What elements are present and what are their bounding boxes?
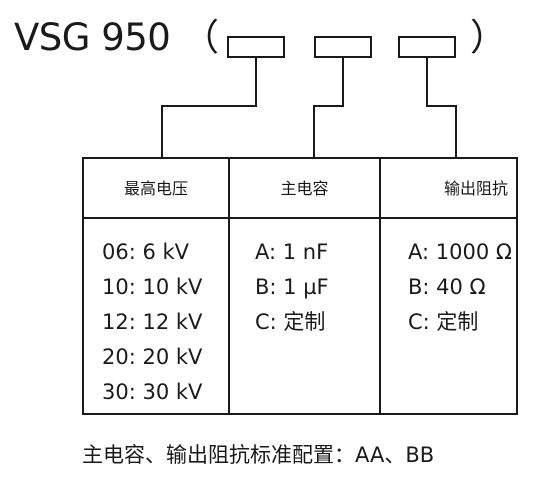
code-slot-impedance xyxy=(398,36,456,58)
option-item: 10: 10 kV xyxy=(102,275,203,299)
option-list: 06: 6 kV 10: 10 kV 12: 12 kV 20: 20 kV 3… xyxy=(102,235,228,410)
code-slot-capacitance xyxy=(314,36,372,58)
standard-config-note: 主电容、输出阻抗标准配置：AA、BB xyxy=(82,443,435,467)
model-number: VSG 950 xyxy=(14,16,171,59)
option-item: B: 1 µF xyxy=(255,275,329,299)
option-item: 12: 12 kV xyxy=(102,310,203,334)
option-item: 30: 30 kV xyxy=(102,380,203,404)
option-item: 20: 20 kV xyxy=(102,345,203,369)
option-item: C: 定制 xyxy=(408,310,479,334)
option-item: A: 1 nF xyxy=(255,240,329,264)
column-output-impedance: 输出阻抗 A: 1000 Ω B: 40 Ω C: 定制 xyxy=(381,159,516,413)
option-item: B: 40 Ω xyxy=(408,275,486,299)
column-header: 主电容 xyxy=(230,159,379,219)
column-header: 最高电压 xyxy=(84,159,228,219)
column-header: 输出阻抗 xyxy=(381,159,516,219)
option-item: A: 1000 Ω xyxy=(408,240,512,264)
option-list: A: 1000 Ω B: 40 Ω C: 定制 xyxy=(408,235,516,340)
code-slot-voltage xyxy=(227,36,285,58)
option-table: 最高电压 06: 6 kV 10: 10 kV 12: 12 kV 20: 20… xyxy=(82,157,518,415)
open-parenthesis: （ xyxy=(182,16,219,59)
option-item: C: 定制 xyxy=(255,310,326,334)
option-item: 06: 6 kV xyxy=(102,240,190,264)
option-list: A: 1 nF B: 1 µF C: 定制 xyxy=(255,235,379,340)
column-main-capacitance: 主电容 A: 1 nF B: 1 µF C: 定制 xyxy=(230,159,381,413)
column-max-voltage: 最高电压 06: 6 kV 10: 10 kV 12: 12 kV 20: 20… xyxy=(84,159,230,413)
close-parenthesis: ） xyxy=(470,16,507,59)
